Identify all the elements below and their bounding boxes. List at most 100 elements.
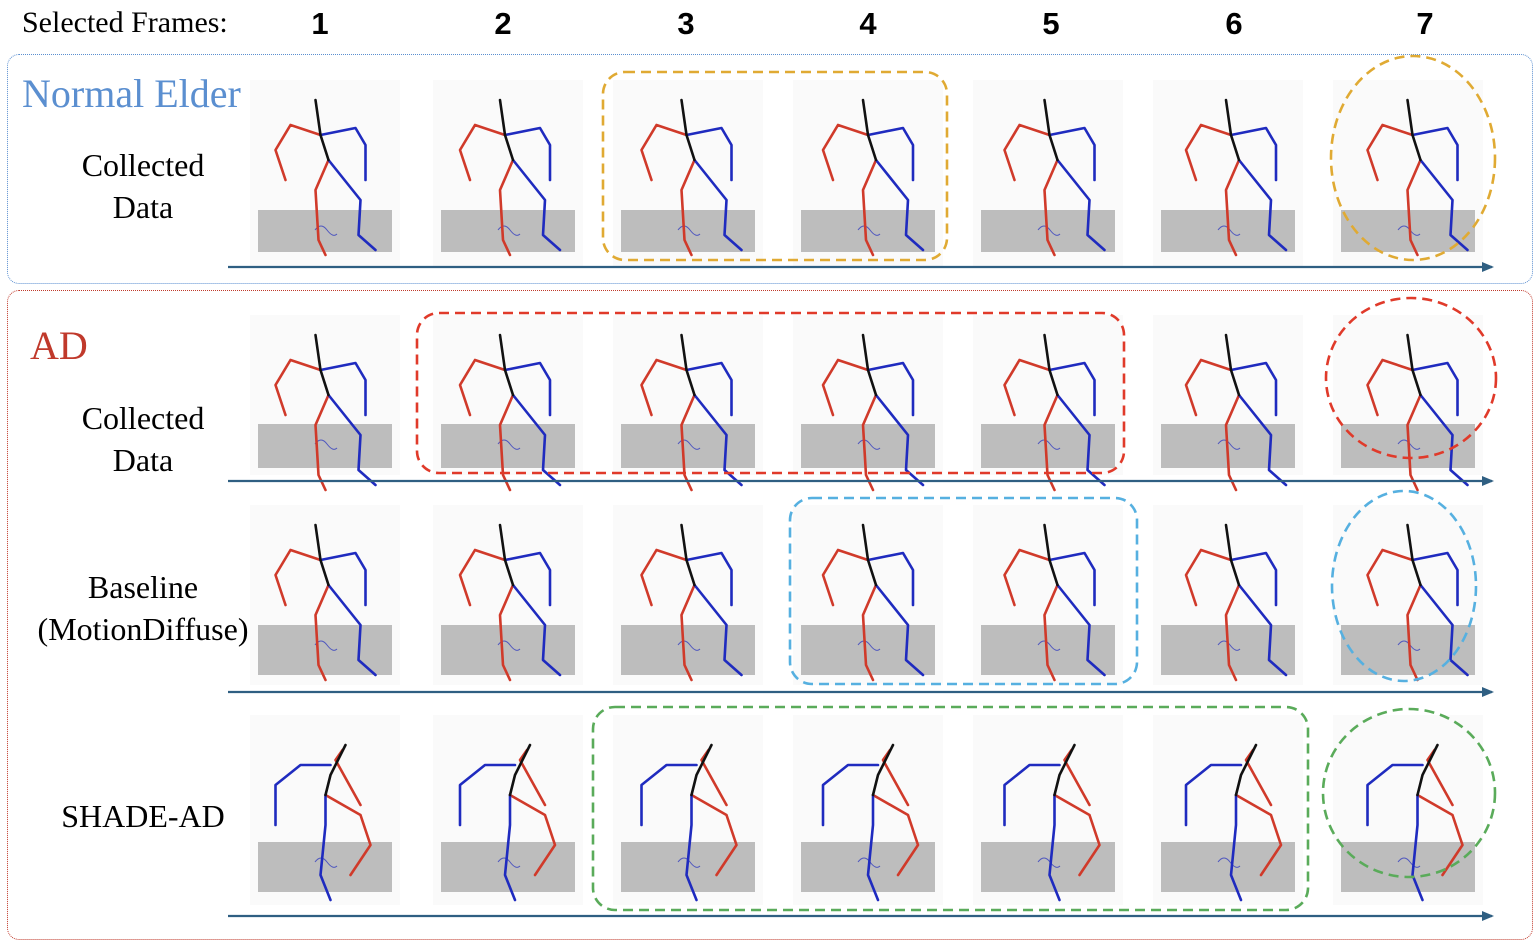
right-leg — [874, 393, 925, 487]
left-arm — [274, 548, 322, 607]
left-arm — [1366, 548, 1414, 607]
left-arm — [1003, 123, 1051, 182]
right-leg — [1411, 793, 1424, 902]
highlight-box-normal — [601, 70, 949, 262]
right-leg — [511, 393, 562, 487]
row-label-ad-collected: Collected Data — [82, 397, 205, 481]
floor-plane — [1341, 842, 1475, 892]
left-leg — [1043, 583, 1059, 682]
right-arm — [1003, 763, 1061, 827]
spine-head — [1406, 333, 1422, 397]
trajectory-trace — [857, 640, 881, 651]
floor-plane — [621, 424, 755, 468]
floor-plane — [981, 424, 1115, 468]
floor-plane — [801, 424, 935, 468]
trajectory-trace — [497, 857, 521, 868]
right-arm — [640, 763, 698, 827]
left-leg — [1406, 158, 1422, 257]
left-leg — [314, 583, 330, 682]
left-arm — [458, 548, 507, 607]
spine-head — [1224, 523, 1241, 587]
right-leg — [1056, 583, 1106, 677]
right-leg — [1237, 583, 1288, 677]
frame-number-6: 6 — [1225, 6, 1243, 41]
left-arm — [640, 358, 688, 417]
spine-head — [314, 523, 330, 587]
trajectory-trace — [857, 225, 881, 236]
right-leg — [1237, 158, 1288, 252]
right-leg — [1048, 793, 1061, 902]
spine-head — [861, 98, 878, 162]
spine-head — [314, 333, 330, 397]
left-leg — [498, 158, 515, 257]
left-arm — [1003, 548, 1051, 607]
spine-head — [314, 98, 330, 162]
right-arm — [1229, 361, 1278, 417]
left-arm — [640, 548, 688, 607]
spine-head — [1043, 98, 1059, 162]
right-leg — [319, 793, 332, 902]
right-arm — [685, 361, 733, 417]
highlight-box-ad-baseline — [788, 496, 1139, 686]
right-leg — [693, 583, 743, 677]
right-leg — [685, 793, 698, 902]
left-arm — [1366, 358, 1414, 417]
left-arm — [1184, 358, 1233, 417]
trajectory-trace — [677, 857, 701, 868]
trajectory-trace — [1037, 439, 1061, 450]
trajectory-trace — [677, 640, 701, 651]
right-arm — [1184, 763, 1243, 827]
row-label-line: Collected — [81, 147, 205, 183]
right-leg — [1229, 793, 1243, 902]
right-arm — [503, 361, 552, 417]
right-arm — [1048, 126, 1096, 182]
right-arm — [1229, 551, 1278, 607]
right-leg — [1419, 583, 1469, 677]
row-label-line: (MotionDiffuse) — [37, 611, 249, 647]
right-leg — [1419, 158, 1469, 252]
highlight-box-ad-collected — [415, 311, 1126, 475]
highlight-circle-ad-baseline — [1330, 489, 1478, 683]
floor-plane — [258, 424, 392, 468]
right-arm — [1411, 551, 1459, 607]
right-arm — [1048, 551, 1096, 607]
left-leg — [1234, 793, 1283, 877]
spine-head — [1406, 98, 1422, 162]
spine-head — [1053, 743, 1076, 797]
left-leg — [1043, 158, 1059, 257]
right-leg — [327, 158, 377, 252]
trajectory-trace — [1217, 439, 1241, 450]
right-leg — [693, 158, 743, 252]
right-leg — [1419, 393, 1469, 487]
trajectory-trace — [314, 640, 338, 651]
highlight-circle-ad-collected — [1324, 296, 1498, 460]
row-label-line: Baseline — [87, 569, 199, 605]
left-leg — [1406, 393, 1422, 492]
normal-elder-group — [7, 54, 1533, 284]
spine-head — [680, 523, 696, 587]
left-leg — [861, 393, 878, 492]
floor-plane — [441, 625, 575, 675]
left-arm — [274, 123, 322, 182]
spine-head — [1234, 743, 1258, 797]
trajectory-trace — [857, 439, 881, 450]
right-arm — [319, 551, 367, 607]
left-arm — [821, 123, 870, 182]
left-leg — [871, 793, 920, 877]
left-leg — [1406, 583, 1422, 682]
left-leg — [1043, 393, 1059, 492]
spine-head — [508, 743, 532, 797]
right-leg — [874, 158, 925, 252]
left-arm — [821, 548, 870, 607]
highlight-box-shade — [591, 705, 1310, 912]
left-arm — [1184, 123, 1233, 182]
right-arm — [1366, 763, 1424, 827]
trajectory-trace — [1217, 857, 1241, 868]
right-leg — [327, 393, 377, 487]
spine-head — [1416, 743, 1439, 797]
spine-head — [1224, 333, 1241, 397]
spine-head — [861, 333, 878, 397]
right-arm — [319, 361, 367, 417]
frame-number-2: 2 — [494, 6, 512, 41]
